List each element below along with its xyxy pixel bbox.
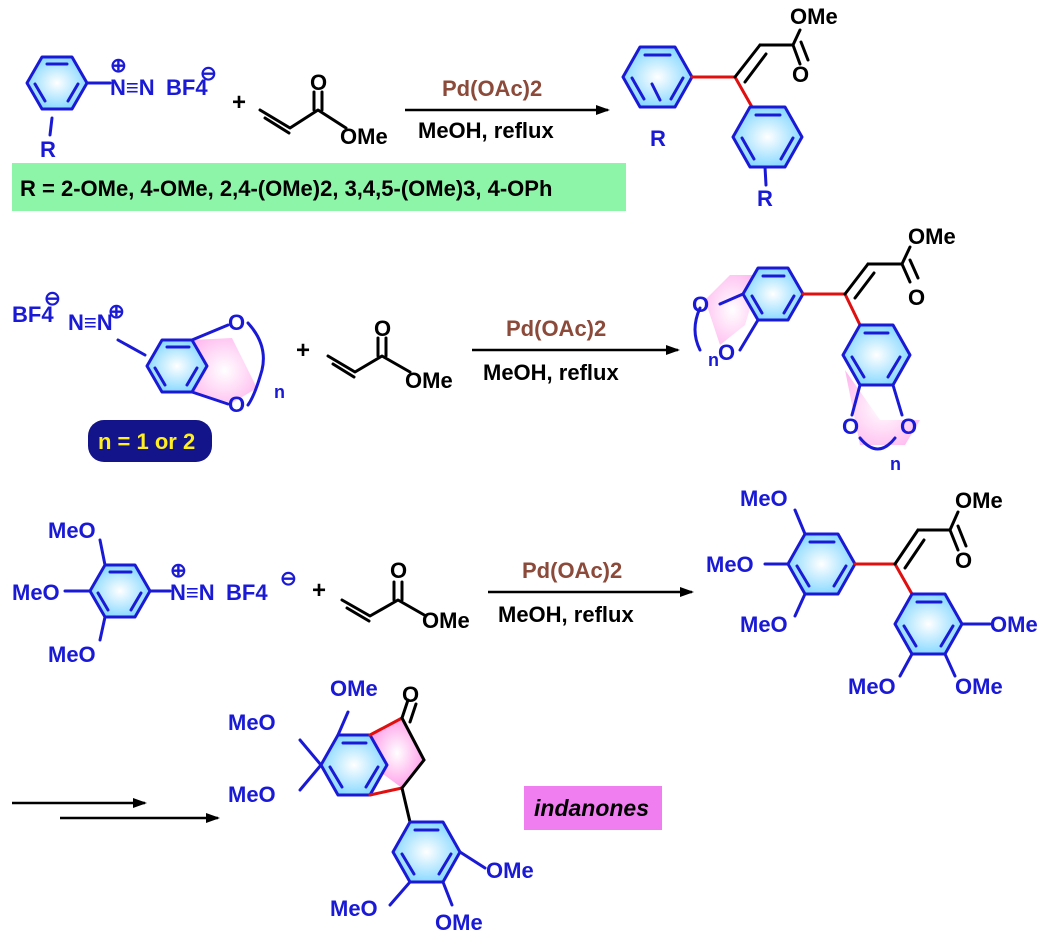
indanones-label: indanones (534, 795, 649, 821)
product-n-2: n (890, 454, 901, 474)
plus-charge: ⊕ (108, 301, 125, 323)
product-r-bottom: R (757, 186, 773, 211)
indanones-label-box (524, 786, 662, 830)
meo-bottom: MeO (48, 642, 96, 667)
indanone-product (298, 698, 487, 907)
conditions-label: MeOH, reflux (498, 602, 634, 627)
indanone-ome-top: OMe (330, 676, 378, 701)
product-ome-6: OMe (955, 674, 1003, 699)
hexamethoxy-product (763, 508, 992, 678)
methyl-acrylate (258, 90, 348, 135)
substituent-text: R = 2-OMe, 4-OMe, 2,4-(OMe)2, 3,4,5-(OMe… (20, 176, 552, 201)
plus-charge: ⊕ (110, 55, 127, 77)
product-ome-ester: OMe (955, 488, 1003, 513)
reaction-4: OMe O MeO MeO OMe MeO OMe indanones (12, 676, 662, 935)
dioxole-o-top: O (228, 310, 245, 335)
product-ring-o-2: O (718, 340, 735, 365)
benzodioxole-diazonium-ring (116, 321, 265, 407)
r-substituent: R (40, 137, 56, 162)
conditions-label: MeOH, reflux (483, 360, 619, 385)
product-ring-o-3: O (842, 414, 859, 439)
indanone-meo-2: MeO (228, 782, 276, 807)
minus-charge: ⊖ (280, 568, 297, 590)
product-meo-3: MeO (740, 612, 788, 637)
meo-top: MeO (48, 518, 96, 543)
indanone-carbonyl-o: O (402, 682, 419, 707)
acrylate-ome: OMe (422, 608, 470, 633)
plus-charge: ⊕ (170, 560, 187, 582)
acrylate-ome: OMe (340, 124, 388, 149)
aryl-diazonium-ring (25, 55, 112, 137)
product-carbonyl-o: O (908, 285, 925, 310)
n-subscript: n (274, 382, 285, 402)
indanone-ome-bottom: OMe (435, 910, 483, 935)
substituent-box (12, 163, 626, 211)
indanone-ome-right: OMe (486, 858, 534, 883)
bf4-label: BF4 (166, 75, 208, 100)
dioxole-o-bottom: O (228, 392, 245, 417)
reaction-1: N≡N BF4 ⊕ ⊖ R + O OMe Pd(OAc)2 MeOH, ref… (12, 4, 838, 211)
indanone-meo-1: MeO (228, 710, 276, 735)
product-ome-4: OMe (990, 612, 1038, 637)
bf4-label: BF4 (12, 302, 54, 327)
reaction-2: BF4 ⊖ N≡N ⊕ O O n + O OMe Pd(OAc)2 (12, 224, 956, 474)
n-value-text: n = 1 or 2 (98, 429, 195, 454)
product-ome: OMe (790, 4, 838, 29)
minus-charge: ⊖ (44, 288, 61, 310)
trimethoxy-diazonium-ring (63, 538, 172, 642)
acrylate-carbonyl-o: O (374, 316, 391, 341)
methyl-acrylate (340, 580, 428, 623)
diaryl-acrylate-product (621, 28, 810, 187)
product-meo-1: MeO (740, 486, 788, 511)
catalyst-label: Pd(OAc)2 (522, 558, 622, 583)
conditions-label: MeOH, reflux (418, 118, 554, 143)
plus-sign: + (312, 577, 326, 604)
bf4-label: BF4 (226, 580, 268, 605)
product-n-1: n (708, 350, 719, 370)
acrylate-carbonyl-o: O (390, 558, 407, 583)
minus-charge: ⊖ (200, 63, 217, 85)
product-r-top: R (650, 126, 666, 151)
reaction-3: MeO MeO MeO N≡N ⊕ BF4 ⊖ + O OMe Pd(OAc)2… (12, 486, 1038, 699)
diazo-label: N≡N (170, 580, 215, 605)
indanone-meo-3: MeO (330, 896, 378, 921)
bis-benzodioxole-product (693, 245, 920, 451)
catalyst-label: Pd(OAc)2 (442, 76, 542, 101)
methyl-acrylate (326, 336, 412, 379)
product-carbonyl-o: O (792, 62, 809, 87)
product-ring-o-4: O (900, 414, 917, 439)
acrylate-carbonyl-o: O (310, 70, 327, 95)
meo-middle: MeO (12, 580, 60, 605)
acrylate-ome: OMe (405, 368, 453, 393)
product-ome: OMe (908, 224, 956, 249)
product-ring-o-1: O (692, 292, 709, 317)
catalyst-text: Pd(OAc)2 (442, 76, 542, 101)
product-meo-2: MeO (706, 552, 754, 577)
plus-sign: + (296, 337, 310, 364)
plus-sign: + (232, 89, 246, 116)
diazonium-label: N≡N (110, 75, 155, 100)
diazo-label: N≡N (68, 310, 113, 335)
product-carbonyl-o: O (955, 548, 972, 573)
n-value-box (88, 420, 212, 462)
product-meo-5: MeO (848, 674, 896, 699)
catalyst-label: Pd(OAc)2 (506, 316, 606, 341)
